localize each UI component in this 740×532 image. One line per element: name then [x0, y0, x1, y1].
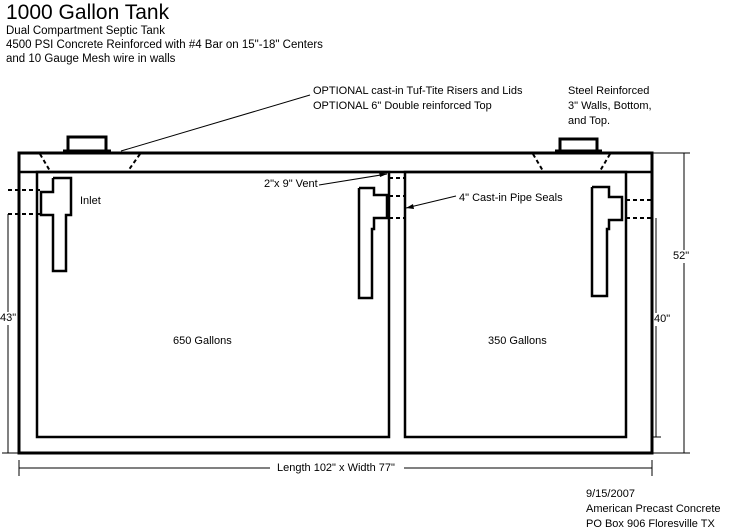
left-compartment	[35, 170, 391, 439]
outer-height-dimension: 52"	[673, 250, 690, 263]
right-compartment	[403, 170, 628, 439]
optional-risers-note: OPTIONAL cast-in Tuf-Tite Risers and Lid…	[313, 85, 523, 97]
outlet-tee	[590, 185, 624, 298]
steel-note-line-1: Steel Reinforced	[568, 85, 650, 97]
leader-lines	[120, 94, 457, 209]
left-compartment-capacity: 650 Gallons	[173, 335, 232, 347]
inner-height-dimension: 40"	[654, 313, 671, 326]
subtitle-line-2: 4500 PSI Concrete Reinforced with #4 Bar…	[6, 39, 323, 51]
leader-arrowheads	[379, 172, 414, 209]
dimension-lines	[2, 152, 690, 476]
footer-address: PO Box 906 Floresville TX	[586, 518, 715, 530]
steel-note-line-3: and Top.	[568, 115, 611, 127]
footer-company: American Precast Concrete	[586, 503, 721, 515]
footer-date: 9/15/2007	[586, 488, 635, 500]
length-width-dimension: Length 102" x Width 77"	[277, 462, 395, 474]
pipe-seals-label: 4" Cast-in Pipe Seals	[459, 192, 563, 204]
pipe-seal-lines	[8, 177, 652, 219]
riser-cutout-lines	[39, 153, 611, 172]
left-height-dimension: 43"	[0, 312, 17, 325]
page-title: 1000 Gallon Tank	[6, 1, 170, 24]
right-riser-lid	[555, 137, 602, 153]
inlet-label: Inlet	[80, 195, 101, 207]
right-compartment-capacity: 350 Gallons	[488, 335, 547, 347]
steel-note-line-2: 3" Walls, Bottom,	[568, 100, 652, 112]
middle-tee	[357, 186, 389, 300]
vent-label: 2"x 9" Vent	[264, 178, 318, 190]
left-riser-lid	[63, 135, 111, 153]
tank-outer-wall	[17, 151, 654, 455]
subtitle-line-3: and 10 Gauge Mesh wire in walls	[6, 53, 176, 65]
inlet-tee	[39, 176, 73, 273]
subtitle-line-1: Dual Compartment Septic Tank	[6, 25, 165, 37]
optional-top-note: OPTIONAL 6" Double reinforced Top	[313, 100, 492, 112]
